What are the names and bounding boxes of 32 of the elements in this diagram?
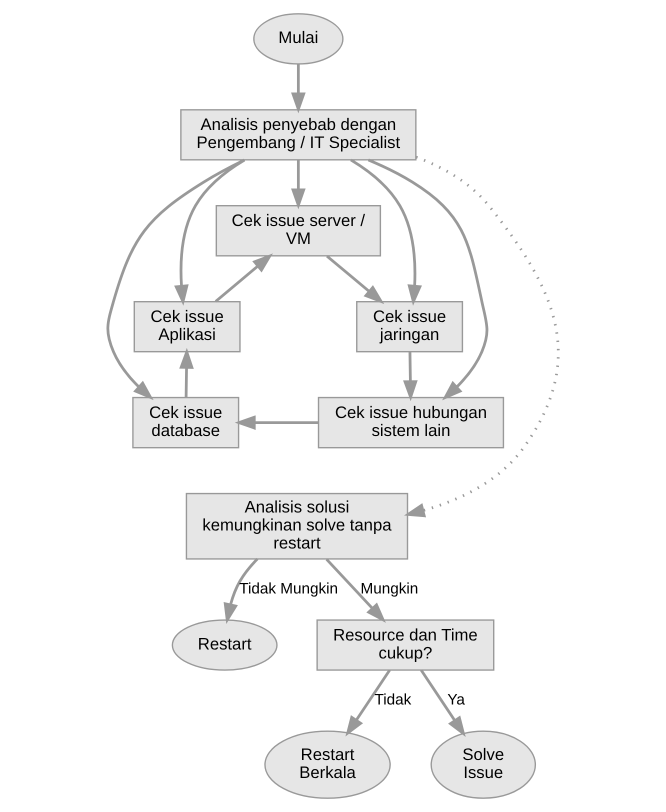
arrow [214, 253, 273, 302]
edge-label: Ya [447, 692, 465, 709]
arrow [404, 156, 560, 518]
edge-label: Tidak [374, 692, 412, 709]
node-box: Cek issue jaringan [356, 300, 464, 352]
node-ellipse: Mulai [253, 13, 344, 65]
arrow [368, 158, 488, 400]
node-box: Cek issue Aplikasi [134, 300, 241, 352]
node-ellipse: Restart [172, 619, 278, 671]
arrow [345, 669, 391, 737]
arrow [291, 160, 306, 210]
node-box: Cek issue server / VM [216, 205, 382, 256]
arrow [106, 158, 245, 400]
arrow [420, 669, 466, 737]
arrow [326, 255, 384, 304]
arrow [350, 158, 422, 306]
arrow [179, 348, 194, 398]
node-box: Cek issue database [132, 396, 240, 448]
arrow [291, 64, 306, 114]
edge-label: Tidak Mungkin [239, 580, 338, 598]
node-ellipse: Solve Issue [430, 730, 536, 799]
arrow [174, 158, 246, 306]
arrow [234, 415, 318, 430]
arrow [403, 352, 418, 402]
node-box: Analisis penyebab dengan Pengembang / IT Specialist [180, 109, 417, 161]
arrow [326, 558, 386, 623]
arrow [224, 558, 258, 624]
node-ellipse: Restart Berkala [264, 730, 391, 799]
node-box: Cek issue hubungan sistem lain [318, 396, 504, 448]
edge-label: Mungkin [360, 580, 418, 598]
node-box: Analisis solusi kemungkinan solve tanpa restart [186, 492, 408, 560]
node-box: Resource dan Time cukup? [316, 619, 494, 671]
